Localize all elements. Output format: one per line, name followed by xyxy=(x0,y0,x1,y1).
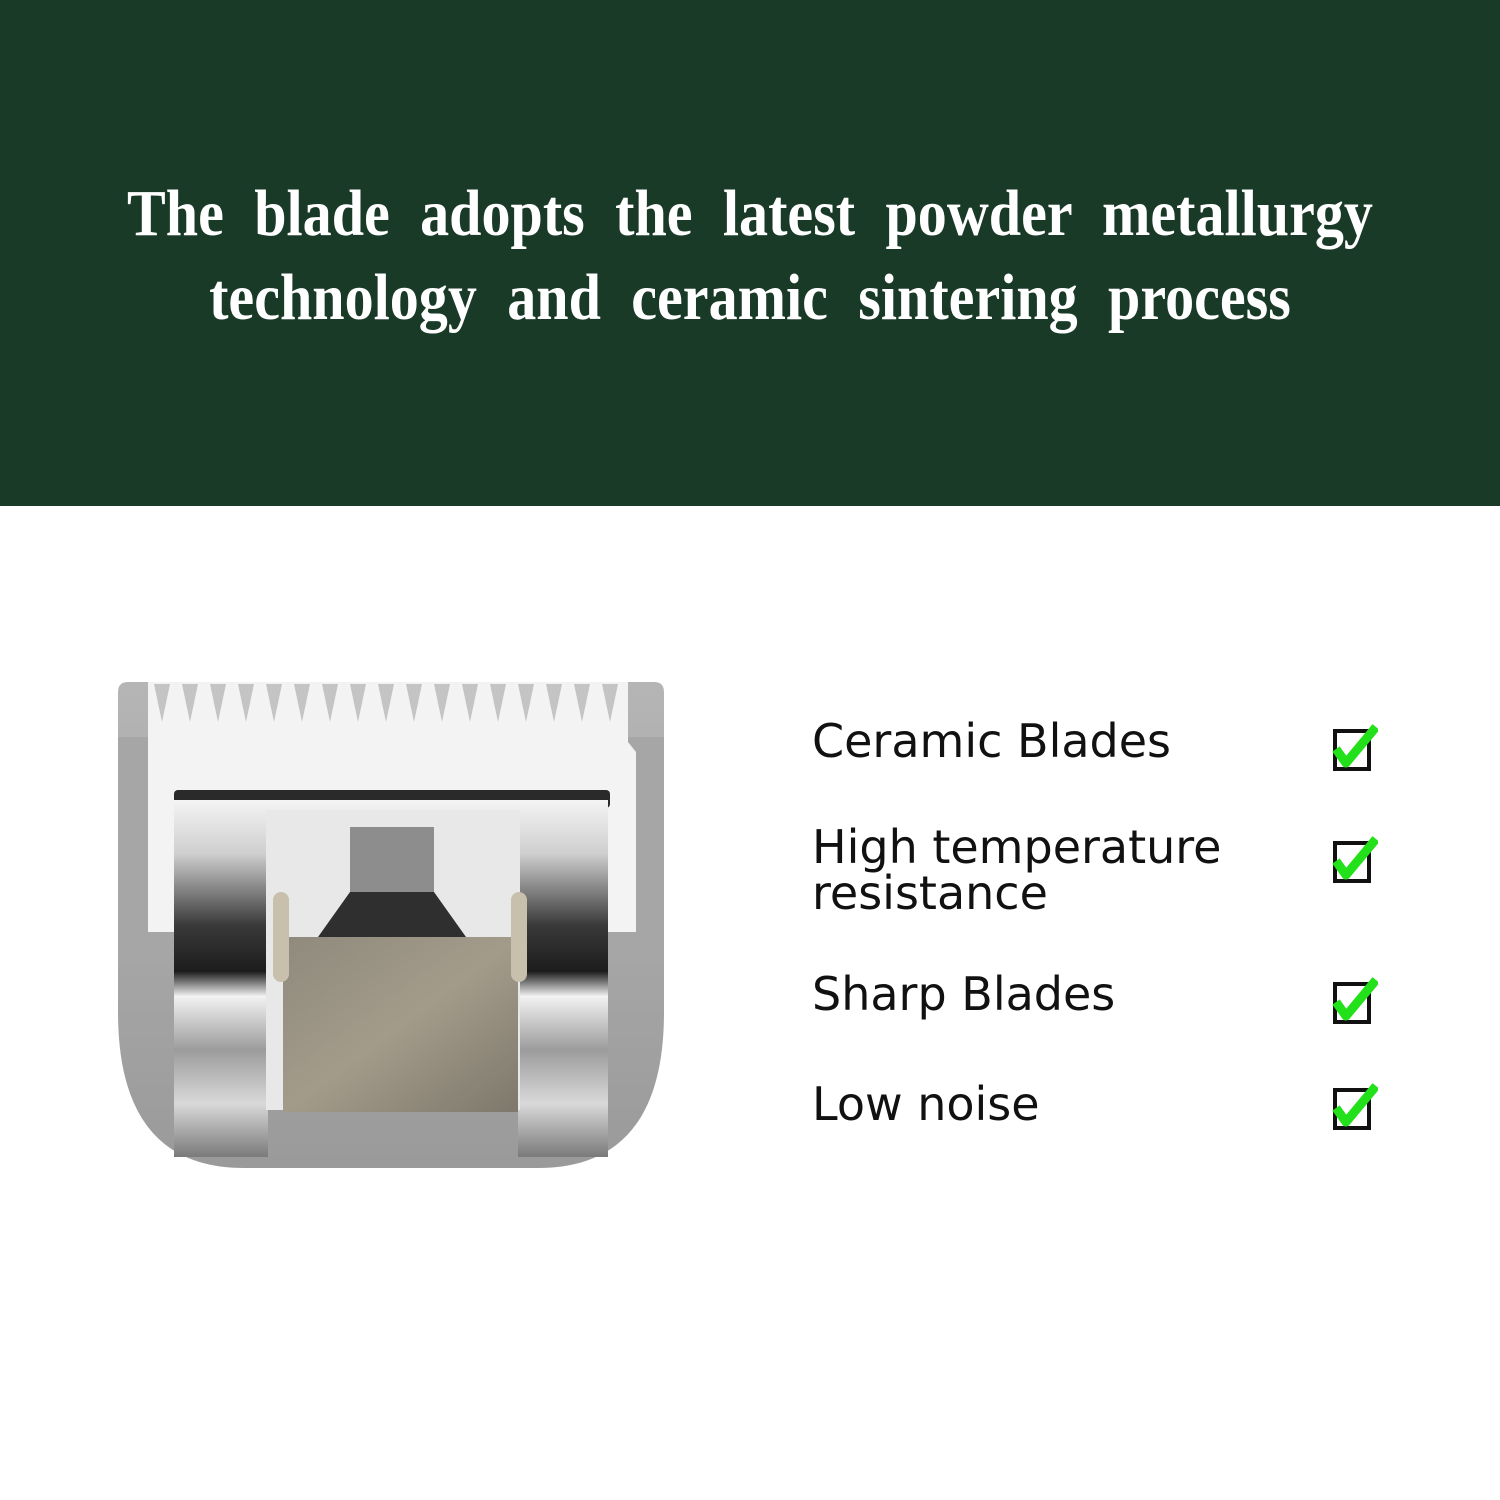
headline: The blade adopts the latest powder metal… xyxy=(90,172,1410,340)
checkbox-checked-icon xyxy=(1332,836,1378,883)
clipper-blade-illustration xyxy=(118,682,664,1168)
checkbox-checked-icon xyxy=(1332,1083,1378,1130)
feature-label-line-2: resistance xyxy=(812,866,1048,920)
headline-line-1: The blade adopts the latest powder metal… xyxy=(127,177,1373,250)
feature-label: Ceramic Blades xyxy=(812,714,1172,768)
feature-label: Low noise xyxy=(812,1077,1040,1131)
checkbox-checked-icon xyxy=(1332,724,1378,771)
feature-label: Sharp Blades xyxy=(812,967,1116,1021)
feature-label: High temperature resistance xyxy=(812,821,1222,919)
header-banner: The blade adopts the latest powder metal… xyxy=(0,0,1500,506)
checkbox-checked-icon xyxy=(1332,977,1378,1024)
feature-label-line-1: High temperature xyxy=(812,820,1222,874)
headline-line-2: technology and ceramic sintering process xyxy=(209,261,1291,334)
